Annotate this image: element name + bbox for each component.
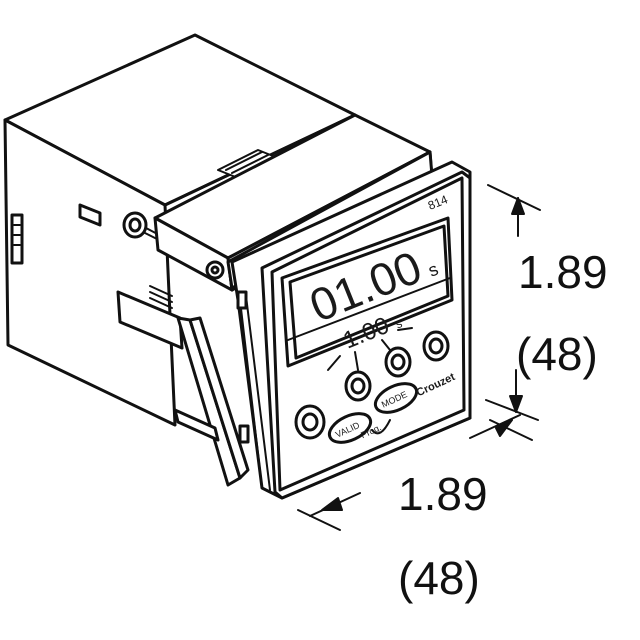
mounting-clamp: [116, 285, 250, 487]
width-inches-label: 1.89: [398, 468, 488, 520]
height-inches-label: 1.89: [518, 246, 608, 298]
width-mm-label: (48): [398, 552, 480, 604]
lcd-sub-unit: s: [393, 316, 404, 331]
front-buttons: [294, 327, 450, 444]
height-mm-label: (48): [516, 328, 598, 380]
display-window: [280, 216, 454, 368]
width-dimension: [297, 414, 533, 531]
height-dimension: [485, 184, 541, 421]
